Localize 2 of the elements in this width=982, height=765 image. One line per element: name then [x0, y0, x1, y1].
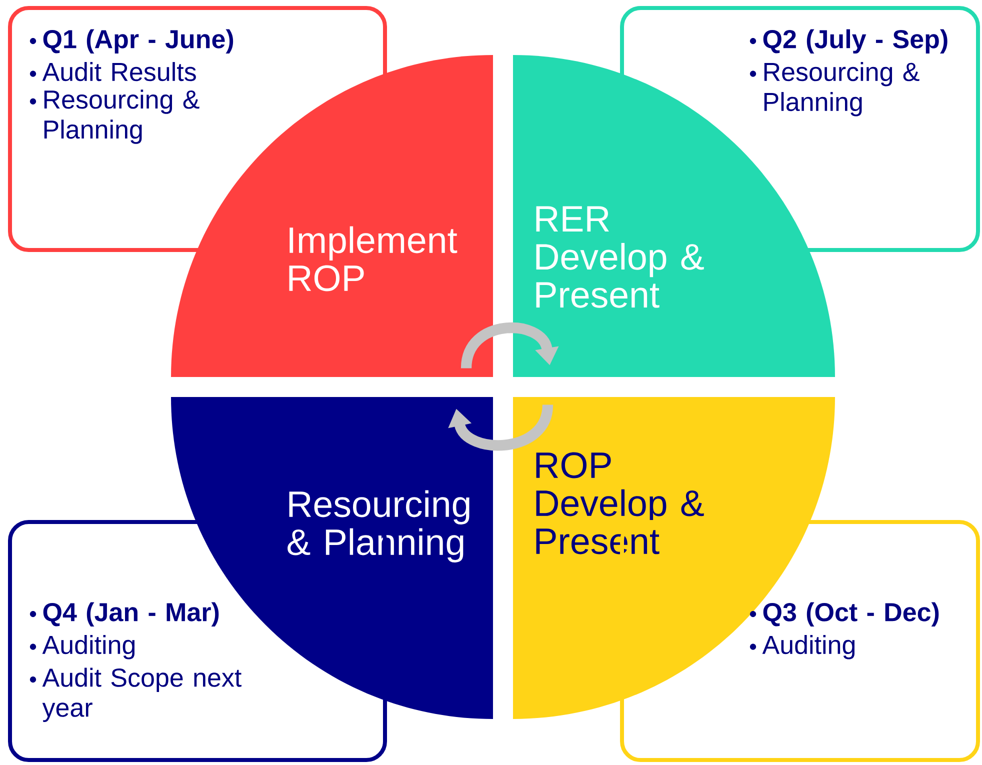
curved-arrow: [460, 322, 559, 369]
curved-arrow: [448, 404, 554, 451]
